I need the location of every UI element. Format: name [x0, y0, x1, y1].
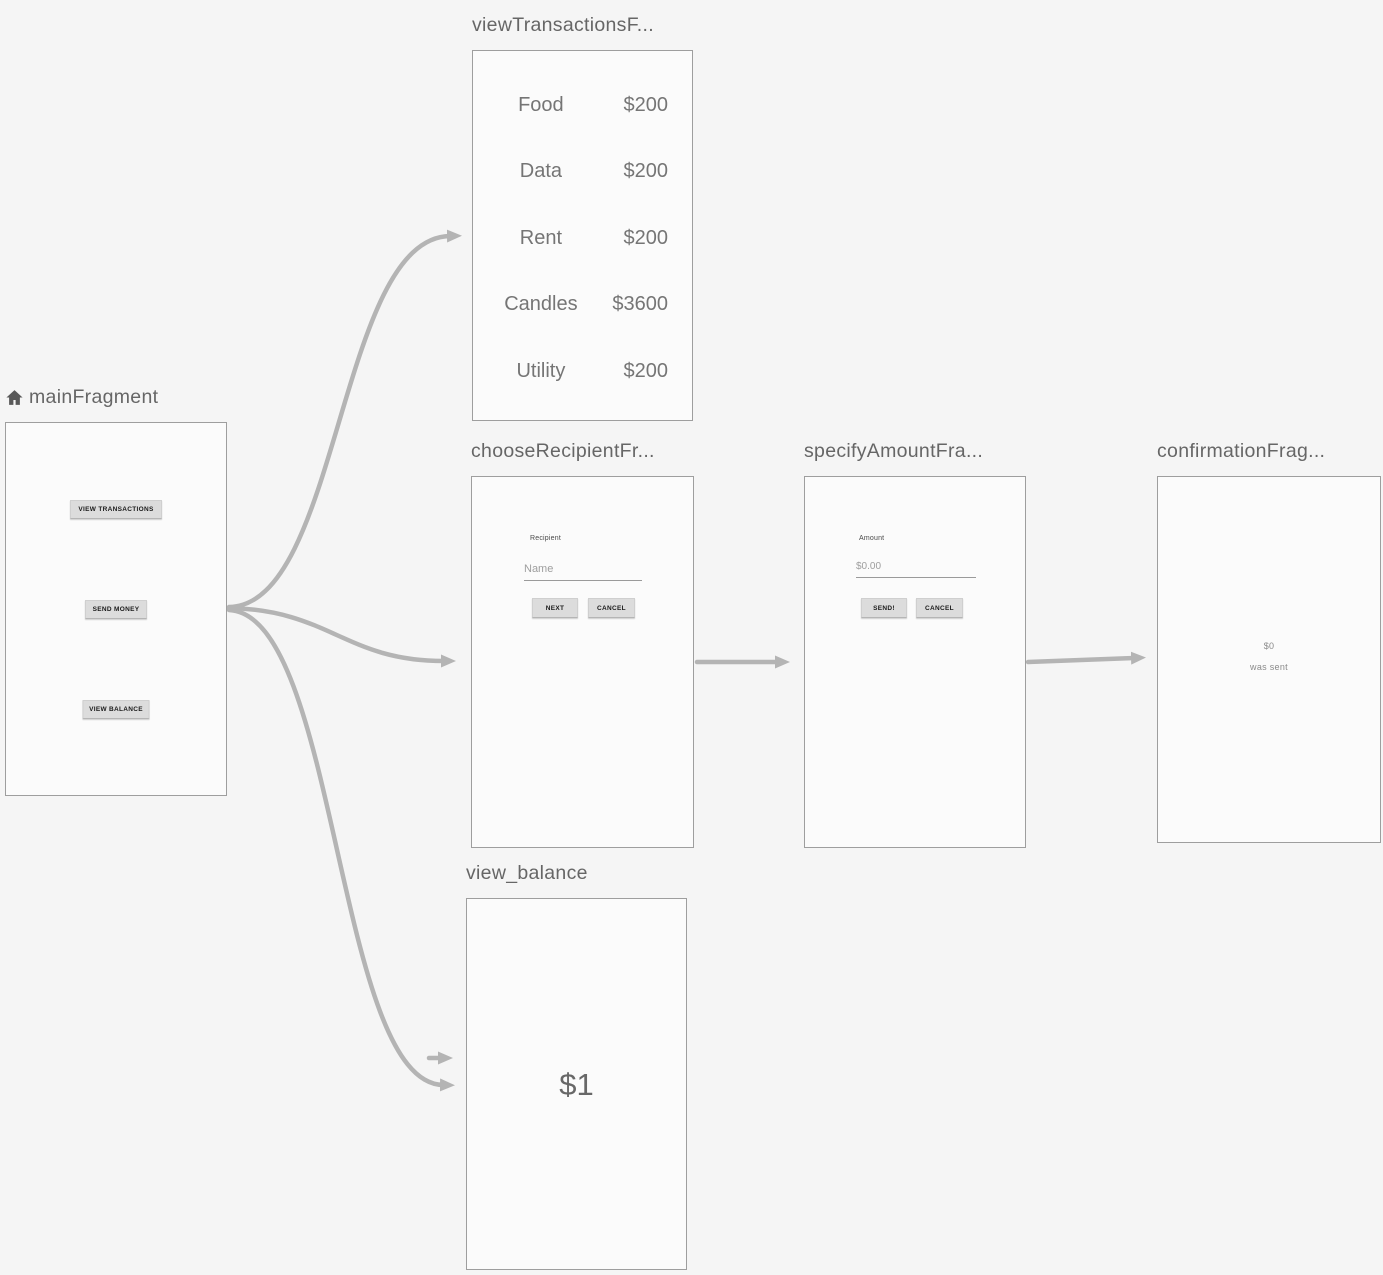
fragment-title-label: chooseRecipientFr...: [471, 440, 655, 462]
transaction-row: Data $200: [473, 158, 692, 184]
balance-amount: $1: [559, 1067, 594, 1102]
home-icon: [5, 388, 24, 407]
action-arrow-main-to-view-balance[interactable]: [226, 607, 455, 1092]
transaction-name: Rent: [519, 226, 562, 249]
send-button: SEND!: [861, 598, 907, 618]
next-button: NEXT: [532, 598, 578, 618]
fragment-preview-view-balance[interactable]: $1: [466, 898, 687, 1270]
transaction-amount: $200: [623, 226, 668, 249]
transaction-name: Candles: [504, 292, 578, 315]
transaction-amount: $200: [623, 359, 668, 382]
confirmation-amount: $0: [1263, 641, 1275, 651]
transaction-amount: $200: [623, 93, 668, 116]
confirmation-message: was sent: [1250, 662, 1288, 672]
action-arrow-main-to-choose-recipient[interactable]: [226, 605, 456, 668]
amount-field-underline: [856, 577, 976, 578]
fragment-title-label: specifyAmountFra...: [804, 440, 984, 462]
transaction-amount: $200: [623, 159, 668, 182]
fragment-node-specify-amount: specifyAmountFra... Amount $0.00 SEND! C…: [804, 438, 1026, 848]
recipient-field-underline: [524, 580, 642, 581]
transaction-row: Candles $3600: [473, 291, 692, 317]
cancel-button: CANCEL: [916, 598, 963, 618]
send-money-button: SEND MONEY: [85, 600, 147, 619]
fragment-title-confirmation[interactable]: confirmationFrag...: [1157, 438, 1381, 465]
transaction-row: Rent $200: [473, 225, 692, 251]
fragment-preview-specify-amount[interactable]: Amount $0.00 SEND! CANCEL: [804, 476, 1026, 848]
fragment-node-choose-recipient: chooseRecipientFr... Recipient Name NEXT…: [471, 438, 694, 848]
fragment-title-view-transactions[interactable]: viewTransactionsF...: [472, 12, 693, 39]
fragment-title-main[interactable]: mainFragment: [5, 384, 227, 411]
fragment-title-label: confirmationFrag...: [1157, 440, 1326, 462]
transaction-amount: $3600: [612, 292, 668, 315]
fragment-title-choose-recipient[interactable]: chooseRecipientFr...: [471, 438, 694, 465]
recipient-field-label: Recipient: [530, 535, 561, 542]
fragment-title-specify-amount[interactable]: specifyAmountFra...: [804, 438, 1026, 465]
action-arrow-main-to-view-transactions[interactable]: [226, 229, 462, 610]
transaction-name: Utility: [516, 359, 566, 382]
fragment-preview-confirmation[interactable]: $0 was sent: [1157, 476, 1381, 843]
fragment-title-label: view_balance: [466, 862, 588, 884]
fragment-title-label: mainFragment: [29, 386, 159, 408]
transaction-name: Data: [519, 159, 562, 182]
recipient-name-field: Name: [524, 563, 554, 575]
fragment-preview-view-transactions[interactable]: Food $200 Data $200 Rent $200 Candles $3…: [472, 50, 693, 421]
fragment-title-label: viewTransactionsF...: [472, 14, 654, 36]
view-transactions-button: VIEW TRANSACTIONS: [70, 500, 162, 519]
transaction-row: Food $200: [473, 92, 692, 118]
transaction-name: Food: [518, 93, 564, 116]
cancel-button: CANCEL: [588, 598, 635, 618]
fragment-node-view-transactions: viewTransactionsF... Food $200 Data $200…: [472, 12, 693, 421]
amount-field-label: Amount: [859, 535, 885, 542]
transaction-row: Utility $200: [473, 358, 692, 384]
fragment-preview-choose-recipient[interactable]: Recipient Name NEXT CANCEL: [471, 476, 694, 848]
amount-value-field: $0.00: [856, 561, 882, 572]
fragment-title-view-balance[interactable]: view_balance: [466, 860, 687, 887]
action-arrow-specify-amount-to-confirmation[interactable]: [1025, 651, 1146, 665]
fragment-node-view-balance: view_balance $1: [466, 860, 687, 1270]
fragment-node-main: mainFragment VIEW TRANSACTIONS SEND MONE…: [5, 384, 227, 796]
view-balance-button: VIEW BALANCE: [82, 700, 150, 719]
fragment-preview-main[interactable]: VIEW TRANSACTIONS SEND MONEY VIEW BALANC…: [5, 422, 227, 796]
fragment-node-confirmation: confirmationFrag... $0 was sent: [1157, 438, 1381, 843]
